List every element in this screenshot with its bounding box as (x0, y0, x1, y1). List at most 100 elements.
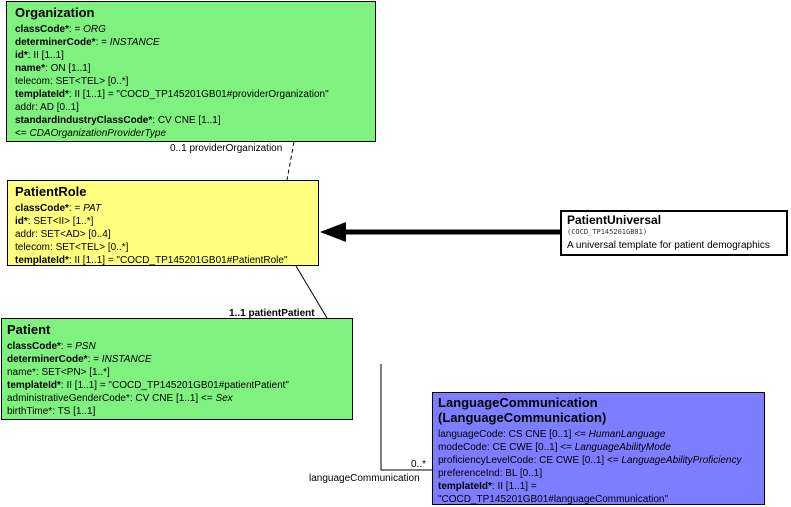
attribute-line: standardIndustryClassCode*: CV CNE [1..1… (15, 114, 375, 127)
language-multiplicity-label: 0..* (411, 459, 427, 470)
attribute-line: <= CDAOrganizationProviderType (15, 127, 375, 140)
attribute-line: birthTime*: TS [1..1] (7, 405, 352, 418)
attribute-text: preferenceInd: BL [0..1] (438, 468, 543, 479)
attribute-text: : SET<II> [1..*] (27, 216, 94, 227)
attribute-name: name* (15, 63, 46, 74)
attribute-vocabulary: HumanLanguage (588, 429, 666, 440)
language-communication-class: LanguageCommunication (LanguageCommunica… (432, 392, 765, 505)
attribute-text: : ON [1..1] (45, 63, 91, 74)
attribute-name: templateId* (438, 481, 492, 492)
language-communication-link (380, 364, 432, 471)
attribute-line: templateId*: II [1..1] = "COCD_TP145201G… (7, 379, 352, 392)
patient-universal-description: A universal template for patient demogra… (567, 240, 770, 251)
attribute-line: id*: SET<II> [1..*] (15, 215, 318, 228)
attribute-line: addr: AD [0..1] (15, 101, 375, 114)
attribute-text: : II [1..1] = "COCD_TP145201GB01#provide… (68, 89, 329, 100)
attribute-line: languageCode: CS CNE [0..1] <= HumanLang… (438, 428, 764, 441)
attribute-text: : CV CNE [1..1] (152, 115, 221, 126)
attribute-line: classCode*: = ORG (15, 23, 375, 36)
attribute-text: : = (95, 37, 110, 48)
attribute-vocabulary: ORG (83, 24, 106, 35)
attribute-line: templateId*: II [1..1] = "COCD_TP145201G… (15, 88, 375, 101)
attribute-text: : II [1..1] = "COCD_TP145201GB01#patient… (60, 380, 289, 391)
attribute-name: classCode* (7, 341, 61, 352)
patient-role-title: PatientRole (15, 184, 87, 199)
language-communication-title: LanguageCommunication (438, 395, 598, 410)
provider-organization-link (286, 141, 295, 181)
attribute-name: determinerCode* (7, 354, 88, 365)
attribute-line: determinerCode*: = INSTANCE (7, 353, 352, 366)
attribute-vocabulary: LanguageAbilityProficiency (621, 455, 742, 466)
attribute-text: birthTime*: TS [1..1] (7, 406, 96, 417)
attribute-text: addr: AD [0..1] (15, 102, 79, 113)
attribute-line: telecom: SET<TEL> [0..*] (15, 241, 318, 254)
attribute-name: templateId* (15, 255, 69, 266)
attribute-text: telecom: SET<TEL> [0..*] (15, 76, 129, 87)
attribute-text: : = (68, 24, 84, 35)
attribute-name: standardIndustryClassCode* (15, 115, 153, 126)
attribute-text: addr: SET<AD> [0..4] (15, 229, 111, 240)
attribute-text: administrativeGenderCode*: CV CNE [1..1]… (7, 393, 216, 404)
attribute-text: name*: SET<PN> [1..*] (7, 367, 110, 378)
attribute-text: telecom: SET<TEL> [0..*] (15, 242, 129, 253)
patient-universal-template: PatientUniversal (COCD_TP145201GB01) A u… (560, 210, 788, 256)
attribute-text: : II [1..1] = "COCD_TP145201GB01#Patient… (68, 255, 288, 266)
attribute-name: id* (15, 216, 28, 227)
provider-organization-label: 0..1 providerOrganization (170, 143, 283, 154)
attribute-line: classCode*: = PSN (7, 340, 352, 353)
attribute-text: "COCD_TP145201GB01#languageCommunication… (438, 494, 669, 505)
attribute-vocabulary: Sex (215, 393, 233, 404)
attribute-name: determinerCode* (15, 37, 96, 48)
attribute-name: id* (15, 50, 28, 61)
language-communication-label: languageCommunication (309, 473, 420, 484)
attribute-line: addr: SET<AD> [0..4] (15, 228, 318, 241)
attribute-text: <= (15, 128, 30, 139)
attribute-line: proficiencyLevelCode: CE CWE [0..1] <= L… (438, 454, 764, 467)
attribute-line: classCode*: = PAT (15, 202, 318, 215)
attribute-line: telecom: SET<TEL> [0..*] (15, 75, 375, 88)
organization-title: Organization (15, 5, 95, 20)
attribute-vocabulary: INSTANCE (109, 37, 160, 48)
attribute-line: templateId*: II [1..1] = "COCD_TP145201G… (15, 254, 318, 267)
attribute-vocabulary: CDAOrganizationProviderType (29, 128, 167, 139)
attribute-text: : = (87, 354, 102, 365)
attribute-name: templateId* (7, 380, 61, 391)
attribute-line: administrativeGenderCode*: CV CNE [1..1]… (7, 392, 352, 405)
attribute-name: templateId* (15, 89, 69, 100)
attribute-text: modeCode: CE CWE [0..1] <= (438, 442, 575, 453)
attribute-line: id*: II [1..1] (15, 49, 375, 62)
attribute-text: languageCode: CS CNE [0..1] <= (438, 429, 589, 440)
patient-title: Patient (7, 322, 51, 337)
attribute-line: name*: SET<PN> [1..*] (7, 366, 352, 379)
patient-universal-arrowhead (320, 222, 346, 242)
attribute-name: classCode* (15, 24, 69, 35)
attribute-text: proficiencyLevelCode: CE CWE [0..1] <= (438, 455, 622, 466)
attribute-line: templateId*: II [1..1] = (438, 480, 764, 493)
attribute-vocabulary: LanguageAbilityMode (574, 442, 671, 453)
language-communication-subtitle: (LanguageCommunication) (438, 410, 607, 425)
language-communication-attributes: languageCode: CS CNE [0..1] <= HumanLang… (438, 428, 764, 506)
attribute-line: modeCode: CE CWE [0..1] <= LanguageAbili… (438, 441, 764, 454)
attribute-vocabulary: PSN (75, 341, 96, 352)
attribute-vocabulary: PAT (83, 203, 102, 214)
patient-universal-title: PatientUniversal (567, 213, 662, 227)
attribute-line: "COCD_TP145201GB01#languageCommunication… (438, 493, 764, 506)
attribute-text: : II [1..1] (27, 50, 64, 61)
attribute-text: : II [1..1] = (491, 481, 537, 492)
attribute-vocabulary: INSTANCE (101, 354, 152, 365)
attribute-line: name*: ON [1..1] (15, 62, 375, 75)
attribute-name: classCode* (15, 203, 69, 214)
attribute-line: determinerCode*: = INSTANCE (15, 36, 375, 49)
attribute-text: : = (68, 203, 84, 214)
patient-universal-code: (COCD_TP145201GB01) (567, 228, 648, 236)
patient-patient-link (295, 265, 328, 319)
attribute-text: : = (60, 341, 76, 352)
attribute-line: preferenceInd: BL [0..1] (438, 467, 764, 480)
